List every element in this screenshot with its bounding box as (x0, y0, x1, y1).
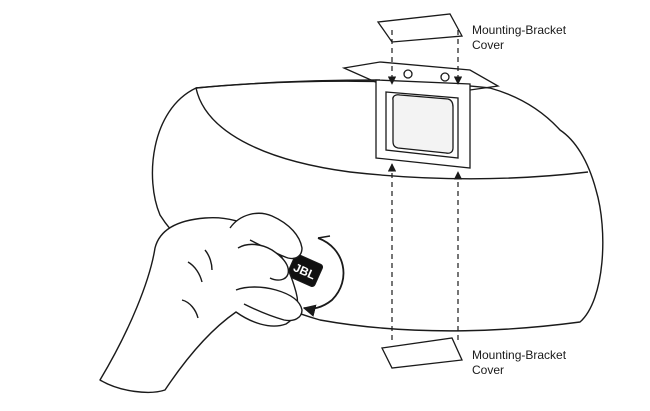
callout-top-line2: Cover (472, 38, 505, 52)
callout-top-line1: Mounting-Bracket (472, 23, 567, 37)
speaker-top-band (195, 79, 381, 89)
speaker-seam (195, 87, 589, 180)
bracket-screw-left (403, 69, 413, 79)
callout-bottom-line1: Mounting-Bracket (472, 348, 567, 362)
thumb (235, 286, 303, 322)
hand (99, 212, 303, 393)
top-bracket-cover (376, 13, 464, 43)
mounting-bracket (341, 61, 500, 169)
knuckle-lines (181, 249, 213, 319)
rotation-arrow (302, 235, 345, 317)
jbl-badge: JBL (286, 253, 324, 288)
callout-top-bracket-cover: Mounting-Bracket Cover (472, 23, 566, 53)
callout-bottom-line2: Cover (472, 363, 505, 377)
bracket-screw-right (440, 72, 450, 82)
callout-bottom-bracket-cover: Mounting-Bracket Cover (472, 348, 566, 378)
bracket-inner-recess (385, 91, 459, 159)
guide-arrows (387, 30, 463, 340)
bottom-bracket-cover (381, 337, 463, 369)
hand-back (99, 216, 299, 393)
middle-finger (237, 243, 290, 281)
bracket-inner-face (392, 94, 454, 154)
